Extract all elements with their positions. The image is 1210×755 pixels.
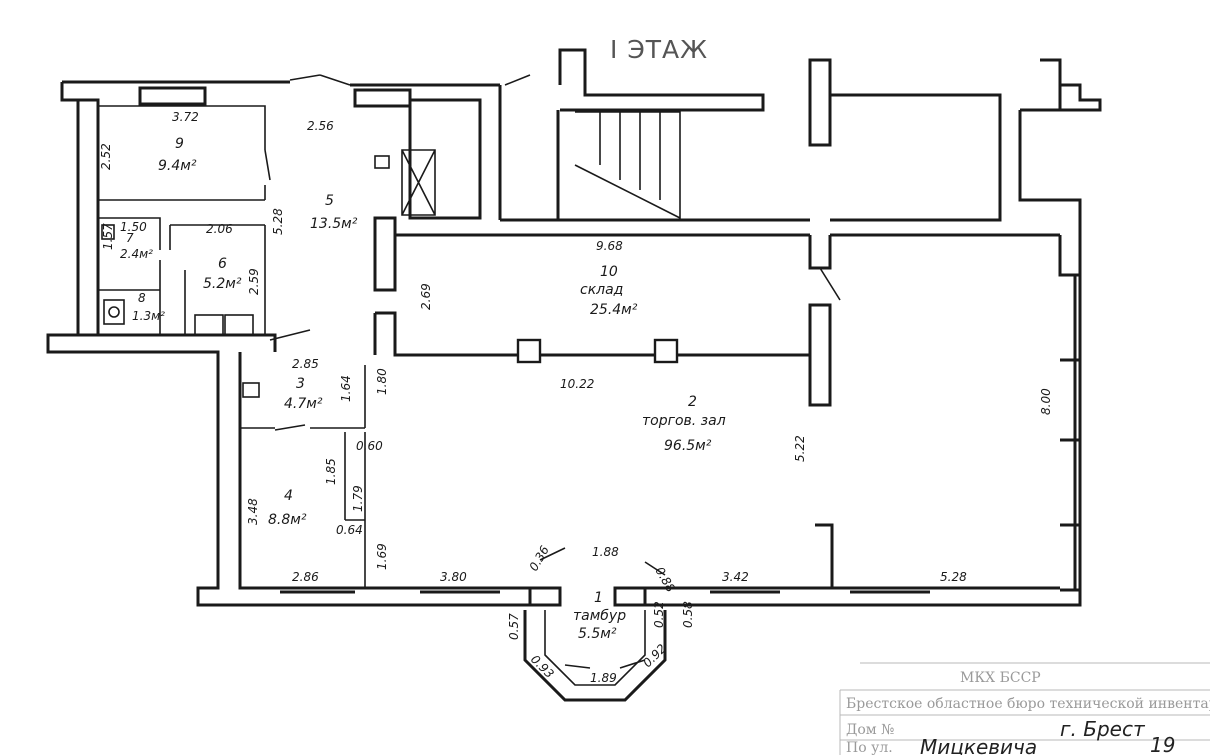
dim-157: 1.57: [101, 223, 115, 250]
dim-088: 0.88: [652, 565, 678, 595]
stamp-house-number: 19: [1150, 733, 1175, 755]
room-2-name: торгов. зал: [642, 413, 726, 429]
room-10-number: 10: [600, 264, 618, 280]
dim-1022: 10.22: [560, 377, 594, 391]
washbasin-icon-2: [242, 382, 260, 398]
room-7-number: 7: [126, 231, 134, 245]
room-7-area: 2.4м²: [120, 247, 153, 261]
stamp-line1: МКХ БССР: [960, 670, 1041, 686]
room-4-area: 8.8м²: [268, 512, 307, 528]
room-1-number: 1: [594, 590, 603, 606]
dim-057: 0.57: [507, 613, 521, 640]
stamp-line3-label: Дом №: [846, 722, 894, 738]
dim-528a: 5.28: [271, 208, 285, 235]
dim-064: 0.64: [336, 523, 363, 537]
dim-188: 1.88: [592, 545, 619, 559]
room-2-area: 96.5м²: [664, 438, 712, 454]
stamp-line2: Брестское областное бюро технической инв…: [846, 696, 1210, 712]
dim-528b: 5.28: [940, 570, 967, 584]
dim-189: 1.89: [590, 671, 617, 685]
dim-180: 1.80: [375, 368, 389, 395]
dim-060: 0.60: [356, 439, 383, 453]
dim-164: 1.64: [339, 375, 353, 402]
room-3-number: 3: [296, 376, 305, 392]
inventory-stamp: МКХ БССР Брестское областное бюро технич…: [839, 662, 1210, 755]
dim-206: 2.06: [206, 222, 233, 236]
room-10-name: склад: [580, 282, 623, 298]
stamp-street: Мицкевича: [920, 735, 1037, 755]
room-10-area: 25.4м²: [590, 302, 638, 318]
room-3-area: 4.7м²: [284, 396, 323, 412]
room-4-number: 4: [284, 488, 293, 504]
dim-380: 3.80: [440, 570, 467, 584]
stamp-city: г. Брест: [1060, 717, 1146, 741]
dim-342: 3.42: [722, 570, 749, 584]
sink-icon: [194, 314, 224, 336]
dim-185: 1.85: [324, 458, 338, 485]
dim-522: 5.22: [793, 435, 807, 462]
dim-286: 2.86: [292, 570, 319, 584]
room-8-number: 8: [138, 291, 146, 305]
room-1-area: 5.5м²: [578, 626, 617, 642]
dim-372: 3.72: [172, 110, 199, 124]
dim-259: 2.59: [247, 268, 261, 295]
dim-036: 0.36: [526, 543, 552, 573]
room-labels: 9 9.4м² 5 13.5м² 7 2.4м² 6 5.2м² 8 1.3м²…: [120, 136, 726, 642]
dim-800: 8.00: [1039, 388, 1053, 415]
dim-150: 1.50: [120, 220, 147, 234]
washbasin-icon: [101, 224, 115, 240]
dim-348: 3.48: [246, 498, 260, 525]
floor-title: I ЭТАЖ: [610, 35, 708, 64]
dim-058: 0.58: [681, 601, 695, 628]
dim-256: 2.56: [307, 119, 334, 133]
dim-968: 9.68: [596, 239, 623, 253]
dim-052: 0.52: [652, 601, 666, 628]
room-5-area: 13.5м²: [310, 216, 358, 232]
dim-169: 1.69: [375, 543, 389, 570]
room-6-area: 5.2м²: [203, 276, 242, 292]
walls: [46, 48, 1102, 702]
room-9-area: 9.4м²: [158, 158, 197, 174]
dim-269: 2.69: [419, 283, 433, 310]
room-1-name: тамбур: [573, 608, 626, 624]
room-9-number: 9: [175, 136, 184, 152]
dimension-labels: 3.72 2.52 2.56 5.28 1.57 1.50 2.06 2.59 …: [99, 110, 1053, 685]
sink-icon-2: [224, 314, 254, 336]
room-8-area: 1.3м²: [132, 309, 165, 323]
dim-252: 2.52: [99, 143, 113, 170]
room-5-number: 5: [325, 193, 334, 209]
stamp-line4-label: По ул.: [846, 740, 893, 755]
dim-285: 2.85: [292, 357, 319, 371]
toilet-icon: [103, 299, 125, 325]
dim-179: 1.79: [351, 485, 365, 512]
room-2-number: 2: [688, 394, 697, 410]
room-6-number: 6: [218, 256, 227, 272]
